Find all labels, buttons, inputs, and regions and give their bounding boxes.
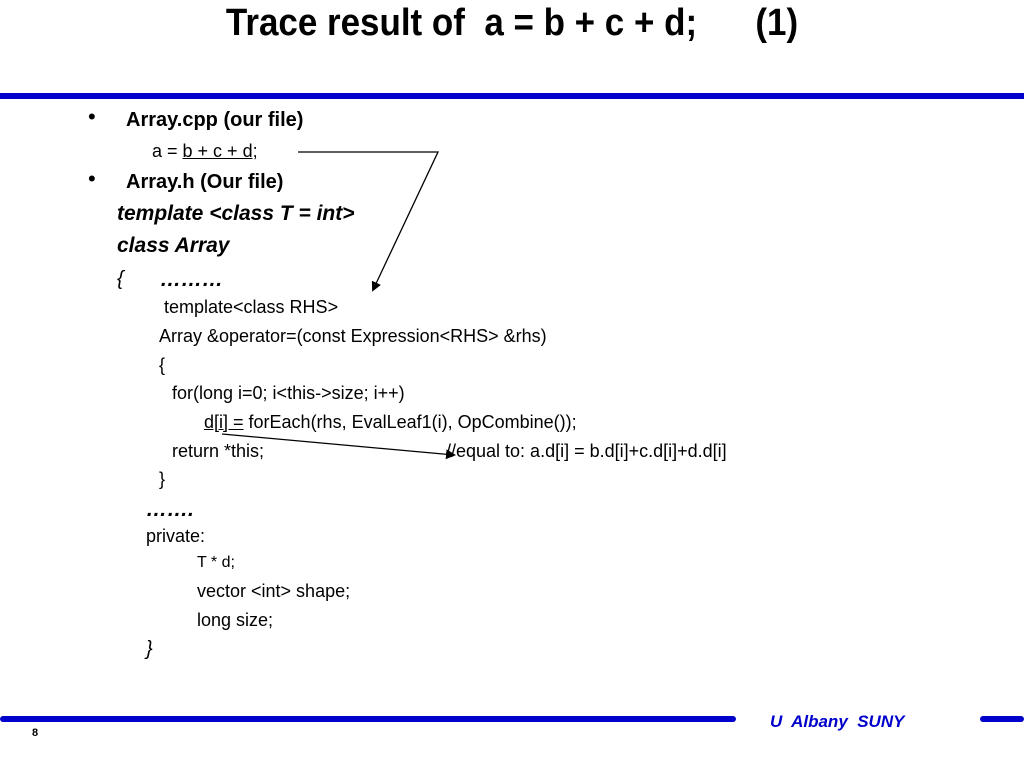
- slide-title: Trace result of a = b + c + d; (1): [225, 2, 799, 44]
- code-operator-line: Array &operator=(const Expression<RHS> &…: [159, 326, 547, 346]
- code-ellipsis-2: …….: [146, 498, 194, 521]
- code-assign-line: d[i] = forEach(rhs, EvalLeaf1(i), OpComb…: [204, 412, 577, 433]
- bullet-heading-array-cpp: Array.cpp (our file): [126, 109, 304, 131]
- footer-divider-right: [980, 716, 1024, 722]
- trace-arrow-assign-to-comment: [221, 433, 456, 460]
- code-inner-brace-open: {: [159, 355, 166, 375]
- code-member-shape: vector <int> shape;: [197, 581, 351, 601]
- code-template-line: template <class T = int>: [117, 202, 355, 225]
- code-private-label: private:: [146, 526, 206, 546]
- footer-divider-left: [0, 716, 736, 722]
- code-brace-close: }: [146, 638, 153, 660]
- code-ellipsis-1: ………: [160, 268, 223, 291]
- code-for-line: for(long i=0; i<this->size; i++): [172, 383, 405, 403]
- footer-institution: U Albany SUNY: [770, 712, 905, 731]
- code-member-d: T * d;: [197, 554, 235, 571]
- page-number: 8: [32, 727, 39, 739]
- code-assign-lhs: d[i] =: [204, 412, 244, 432]
- cpp-statement-rhs: b + c + d;: [182, 141, 258, 161]
- bullet-marker: •: [88, 166, 96, 191]
- code-assign-rhs: forEach(rhs, EvalLeaf1(i), OpCombine());: [243, 412, 577, 432]
- code-comment: //equal to: a.d[i] = b.d[i]+c.d[i]+d.d[i…: [446, 441, 727, 461]
- bullet-marker: •: [88, 104, 96, 129]
- trace-arrow-cpp-to-operator: [298, 151, 440, 292]
- cpp-statement-prefix: a =: [152, 141, 183, 161]
- code-return-line: return *this;: [172, 441, 265, 461]
- cpp-statement: a = b + c + d;: [152, 141, 258, 162]
- code-brace-open: {: [117, 268, 124, 290]
- bullet-heading-array-h: Array.h (Our file): [126, 171, 284, 193]
- title-divider: [0, 93, 1024, 99]
- code-class-line: class Array: [117, 234, 230, 257]
- code-inner-brace-close: }: [159, 469, 166, 489]
- code-member-size: long size;: [197, 610, 274, 630]
- code-template-rhs: template<class RHS>: [164, 297, 339, 317]
